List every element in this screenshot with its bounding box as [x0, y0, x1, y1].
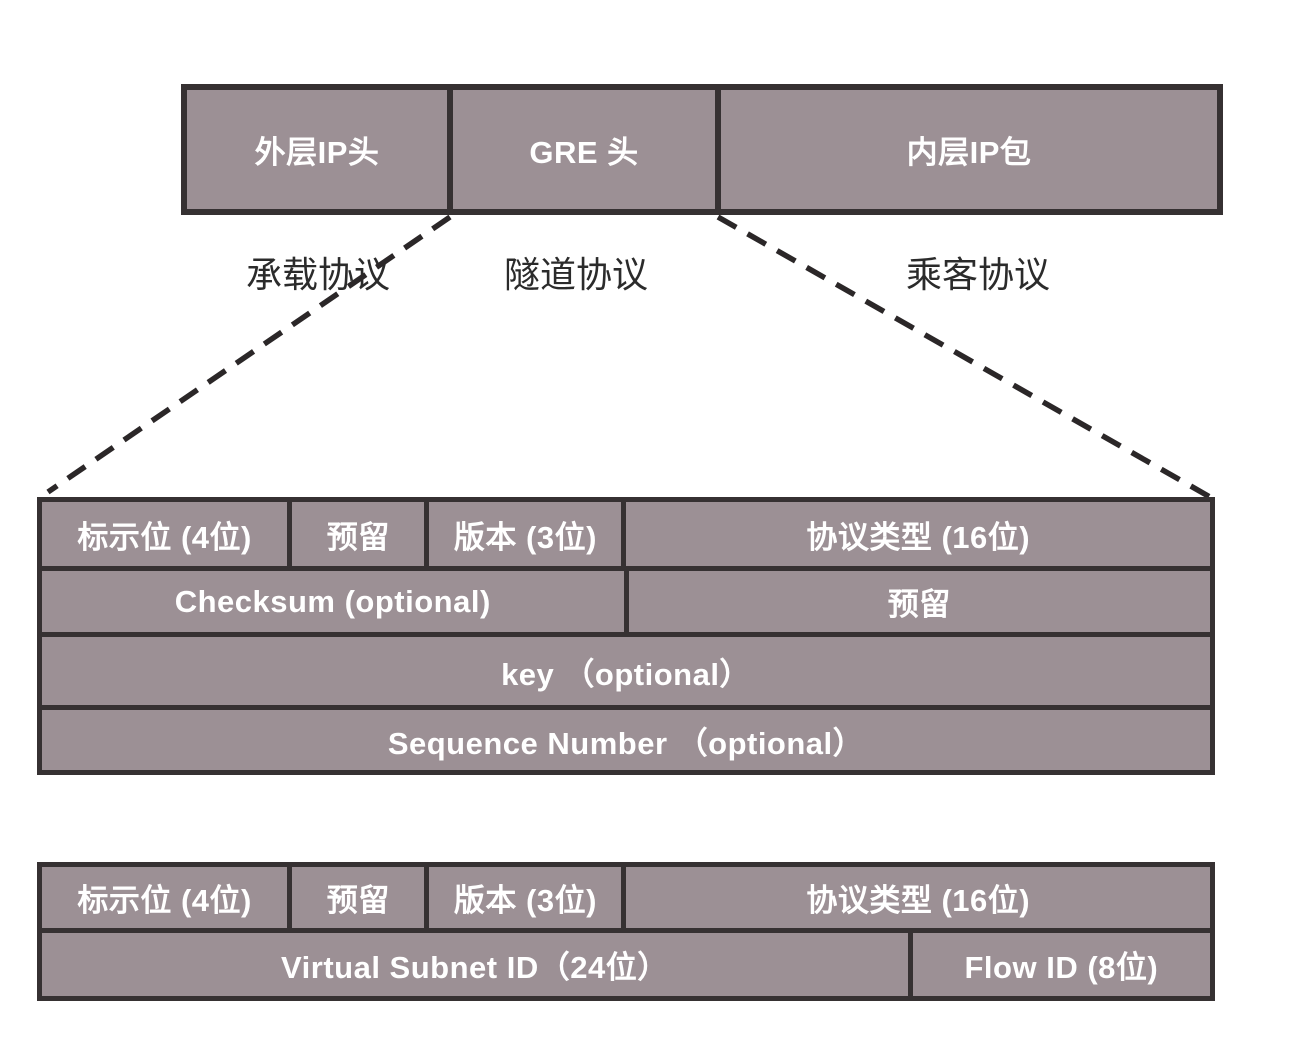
packet-row-cells: 外层IP头 GRE 头 内层IP包 [187, 90, 1217, 209]
tunnel-protocol-label: 隧道协议 [503, 254, 648, 295]
gre-key-cell: key （optional） [42, 637, 1210, 705]
gre-table-row-2: Checksum (optional) 预留 [42, 571, 1210, 632]
gre-reserved-cell: 预留 [292, 502, 425, 566]
passenger-protocol-label: 乘客协议 [905, 254, 1050, 295]
gre-checksum-cell: Checksum (optional) [42, 571, 624, 632]
carrier-protocol-label: 承载协议 [245, 254, 390, 295]
nvgre-flow-id-cell: Flow ID (8位) [912, 933, 1210, 996]
gre-header-table: 标示位 (4位) 预留 版本 (3位) 协议类型 (16位) Checksum … [37, 497, 1215, 775]
gre-table-row-1: 标示位 (4位) 预留 版本 (3位) 协议类型 (16位) [42, 502, 1210, 566]
packet-structure-row: 外层IP头 GRE 头 内层IP包 [181, 84, 1223, 215]
gre-reserved2-cell: 预留 [628, 571, 1210, 632]
nvgre-protocol-type-cell: 协议类型 (16位) [626, 867, 1210, 928]
gre-version-cell: 版本 (3位) [429, 502, 622, 566]
gre-protocol-type-cell: 协议类型 (16位) [626, 502, 1210, 566]
gre-flags-cell: 标示位 (4位) [42, 502, 288, 566]
nvgre-version-cell: 版本 (3位) [429, 867, 622, 928]
inner-ip-packet-cell: 内层IP包 [721, 90, 1217, 209]
nvgre-reserved-cell: 预留 [292, 867, 425, 928]
outer-ip-header-cell: 外层IP头 [187, 90, 447, 209]
nvgre-table-row-1: 标示位 (4位) 预留 版本 (3位) 协议类型 (16位) [42, 867, 1210, 928]
nvgre-header-table: 标示位 (4位) 预留 版本 (3位) 协议类型 (16位) Virtual S… [37, 862, 1215, 1001]
nvgre-flags-cell: 标示位 (4位) [42, 867, 288, 928]
gre-header-cell: GRE 头 [453, 90, 715, 209]
gre-table-row-4: Sequence Number （optional） [42, 710, 1210, 770]
gre-sequence-number-cell: Sequence Number （optional） [42, 710, 1210, 770]
gre-table-row-3: key （optional） [42, 637, 1210, 705]
nvgre-table-row-2: Virtual Subnet ID（24位） Flow ID (8位) [42, 933, 1210, 996]
nvgre-virtual-subnet-id-cell: Virtual Subnet ID（24位） [42, 933, 908, 996]
